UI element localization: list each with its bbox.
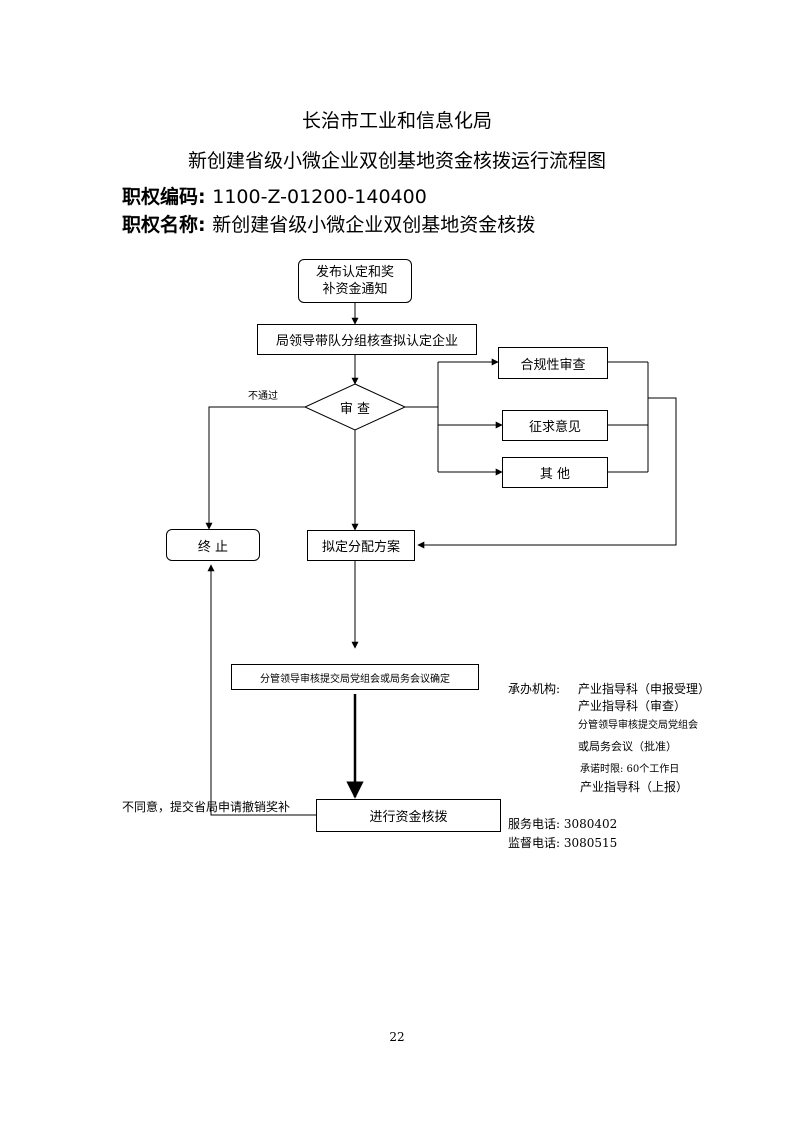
- name-value: 新创建省级小微企业双创基地资金核拨: [212, 214, 536, 236]
- node-compliance-review: 合规性审查: [498, 347, 608, 379]
- agency-label: 承办机构:: [508, 682, 561, 696]
- authority-name: 职权名称: 新创建省级小微企业双创基地资金核拨: [122, 210, 535, 237]
- node-draft-plan: 拟定分配方案: [307, 530, 415, 561]
- agency-line-3: 分管领导审核提交局党组会: [578, 720, 698, 731]
- node-leader-approve: 分管领导审核提交局党组会或局务会议确定: [231, 664, 479, 690]
- name-label: 职权名称:: [122, 214, 206, 236]
- node-disburse-funds: 进行资金核拨: [316, 799, 501, 832]
- publish-line-2: 补资金通知: [322, 282, 388, 297]
- edge-disagree-to-terminate: [207, 564, 316, 816]
- agency-line-5: 产业指导科（上报）: [580, 780, 689, 794]
- node-publish-notice: 发布认定和奖 补资金通知: [298, 259, 412, 303]
- authority-code: 职权编码: 1100-Z-01200-140400: [122, 182, 427, 209]
- publish-line-1: 发布认定和奖: [315, 265, 394, 280]
- time-limit: 承诺时限: 60个工作日: [580, 764, 680, 775]
- label-disagree: 不同意，提交省局申请撤销奖补: [122, 800, 291, 814]
- process-title: 新创建省级小微企业双创基地资金核拨运行流程图: [187, 150, 606, 172]
- code-label: 职权编码:: [122, 186, 206, 208]
- supervise-phone: 监督电话: 3080515: [508, 836, 618, 850]
- agency-line-4: 或局务会议（批准）: [578, 740, 677, 753]
- service-phone: 服务电话: 3080402: [508, 817, 618, 831]
- node-solicit-opinions: 征求意见: [502, 410, 608, 441]
- edge-merge-to-plan: [417, 397, 677, 549]
- node-leaders-check: 局领导带队分组核查拟认定企业: [257, 324, 477, 355]
- page-number: 22: [389, 1030, 405, 1044]
- agency-line-1: 产业指导科（申报受理）: [578, 682, 711, 696]
- edge-review-to-terminate: [205, 406, 305, 530]
- review-diamond: [303, 383, 407, 431]
- node-review-label: 审 查: [339, 402, 371, 417]
- label-not-pass: 不通过: [248, 391, 278, 402]
- code-value: 1100-Z-01200-140400: [212, 186, 427, 208]
- org-title: 长治市工业和信息化局: [301, 110, 492, 132]
- node-others: 其 他: [502, 457, 608, 488]
- node-terminate: 终 止: [166, 529, 260, 561]
- agency-line-2: 产业指导科（审查）: [578, 699, 687, 713]
